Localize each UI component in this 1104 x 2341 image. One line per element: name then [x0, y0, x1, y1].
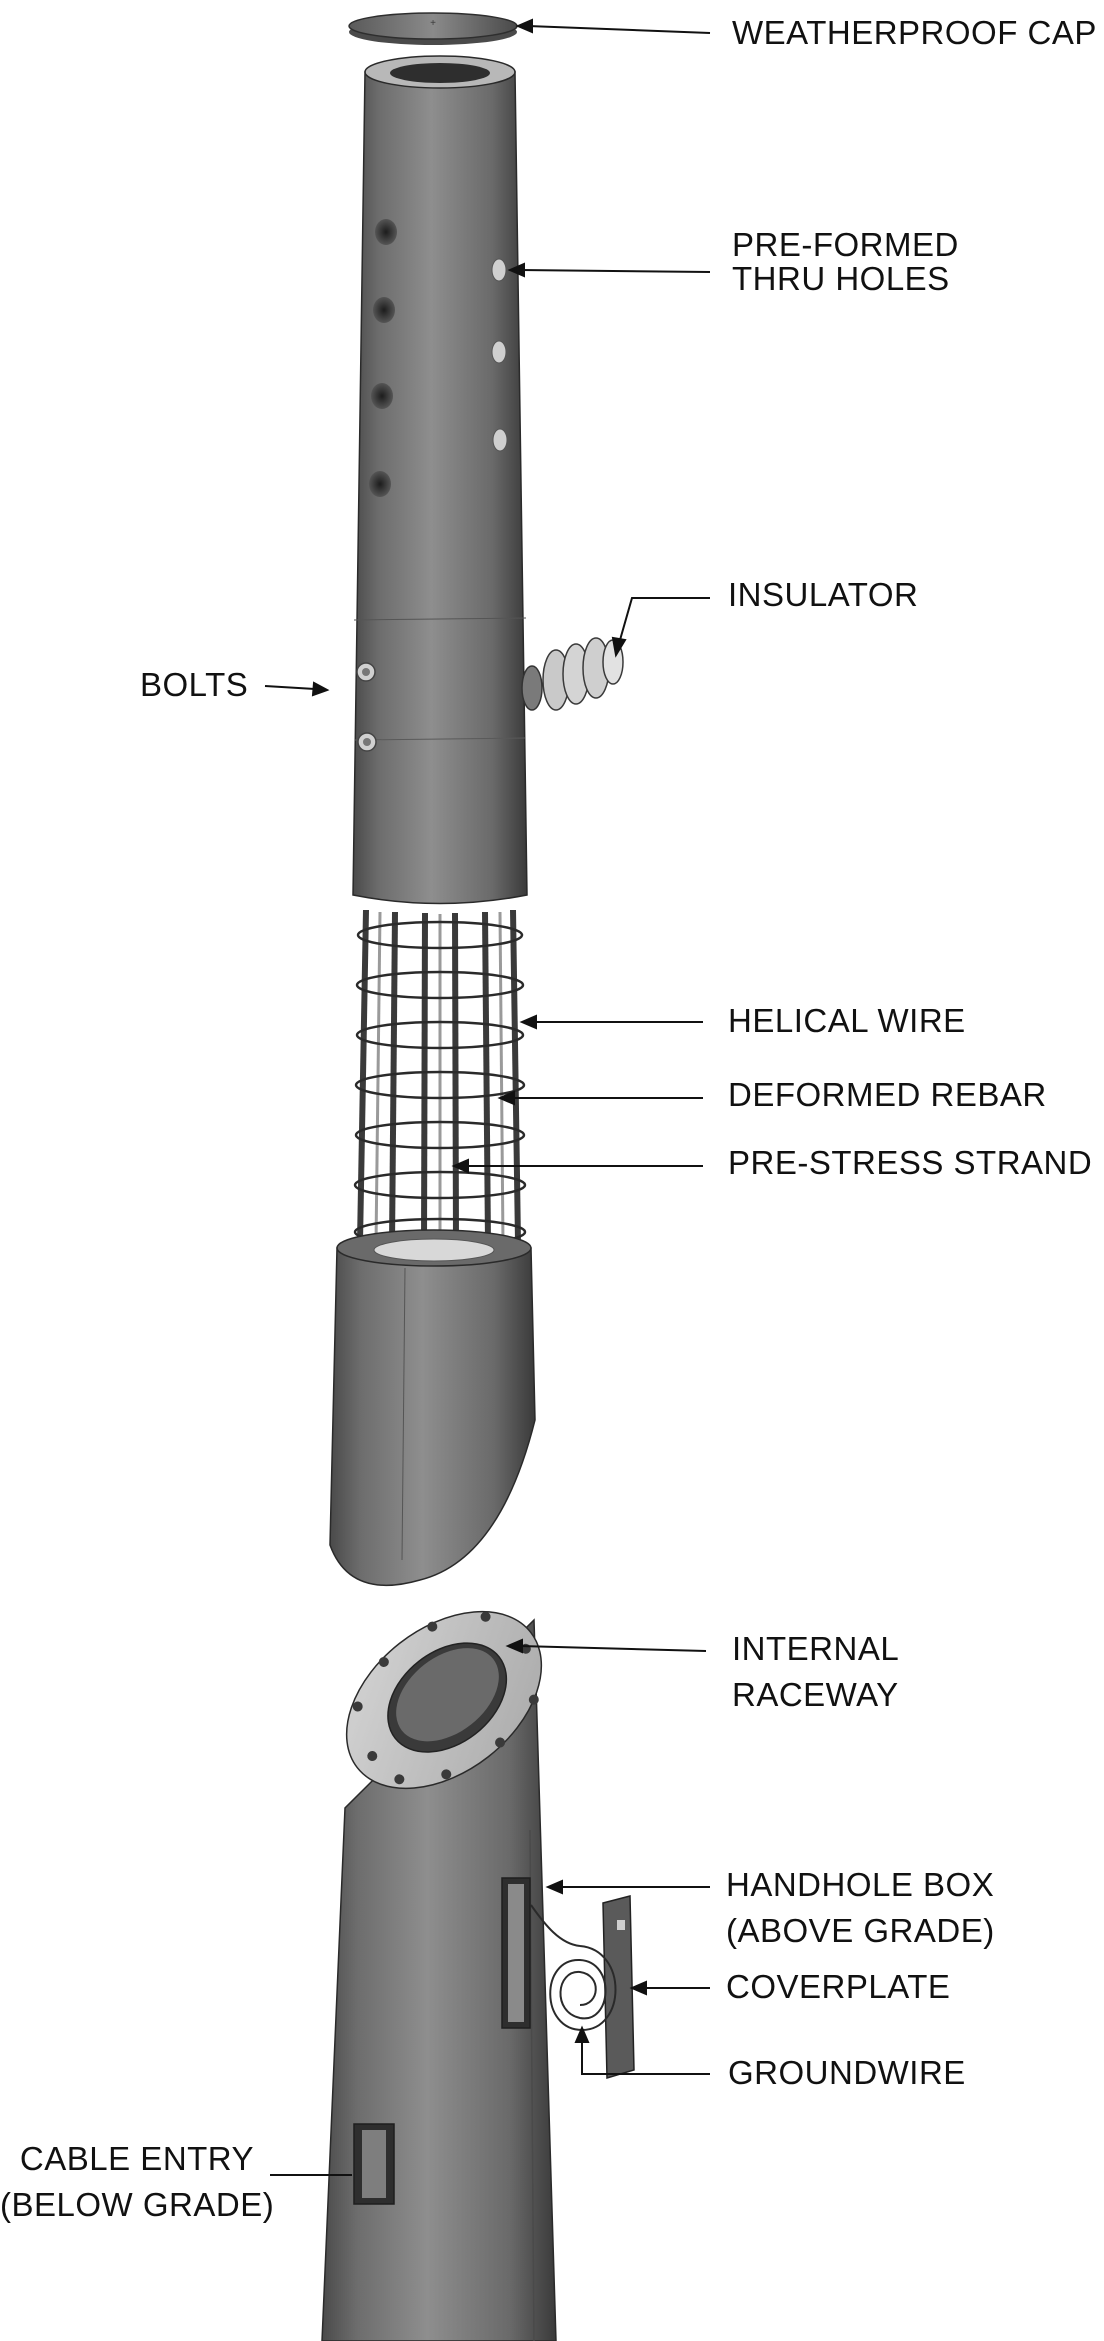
label-helical-wire: HELICAL WIRE	[728, 1002, 966, 1039]
cable-entry	[353, 2123, 395, 2205]
label-internal-raceway-line2: RACEWAY	[732, 1676, 899, 1713]
middle-pole-section	[329, 1229, 536, 1587]
leader-groundwire	[574, 2025, 710, 2075]
lower-pole-section	[321, 1610, 557, 2341]
label-coverplate: COVERPLATE	[726, 1968, 951, 2005]
label-bolts: BOLTS	[140, 666, 249, 703]
label-internal-raceway-line1: INTERNAL	[732, 1630, 900, 1667]
label-groundwire: GROUNDWIRE	[728, 2054, 966, 2091]
handhole-box	[501, 1877, 531, 2029]
groundwire	[530, 1904, 617, 2032]
leader-lines	[264, 18, 711, 2176]
label-weatherproof-cap: WEATHERPROOF CAP	[732, 14, 1097, 51]
label-deformed-rebar: DEFORMED REBAR	[728, 1076, 1047, 1113]
label-insulator: INSULATOR	[728, 576, 919, 613]
prestress-strand	[374, 911, 505, 1246]
coverplate	[602, 1895, 635, 2079]
label-prestress-strand: PRE-STRESS STRAND	[728, 1144, 1093, 1181]
label-handhole-box-line2: (ABOVE GRADE)	[726, 1912, 995, 1949]
leader-coverplate	[629, 1980, 710, 1996]
leader-weatherproof-cap	[515, 18, 711, 34]
leader-internal-raceway	[505, 1638, 707, 1654]
preformed-thru-holes	[369, 219, 508, 497]
deformed-rebar	[357, 909, 521, 1246]
label-cable-entry-line1: CABLE ENTRY	[19, 2140, 255, 2177]
leader-helical-wire	[519, 1014, 703, 1030]
upper-pole-section	[352, 55, 528, 905]
label-preformed-thru-holes-line1: PRE-FORMED	[732, 226, 959, 263]
label-cable-entry: CABLE ENTRY (BELOW GRADE)	[0, 2136, 274, 2228]
bolts	[356, 662, 377, 752]
leader-handhole-box	[545, 1879, 710, 1895]
svg-text:+: +	[430, 18, 436, 29]
insulator	[521, 637, 624, 711]
label-handhole-box-line1: HANDHOLE BOX	[726, 1866, 995, 1903]
leader-insulator	[611, 597, 710, 658]
label-preformed-thru-holes: PRE-FORMED THRU HOLES	[732, 228, 959, 296]
label-internal-raceway: INTERNAL RACEWAY	[732, 1626, 899, 1718]
label-preformed-thru-holes-line2: THRU HOLES	[732, 260, 950, 297]
leader-preformed-holes	[507, 262, 711, 278]
label-cable-entry-line2: (BELOW GRADE)	[0, 2186, 275, 2223]
reinforcement-cage	[353, 909, 527, 1247]
label-handhole-box: HANDHOLE BOX (ABOVE GRADE)	[726, 1862, 995, 1954]
leader-deformed-rebar	[497, 1090, 703, 1106]
leader-bolts	[264, 681, 330, 697]
flange-top	[345, 1610, 543, 1790]
weatherproof-cap: +	[348, 12, 518, 45]
leader-prestress-strand	[451, 1158, 703, 1174]
